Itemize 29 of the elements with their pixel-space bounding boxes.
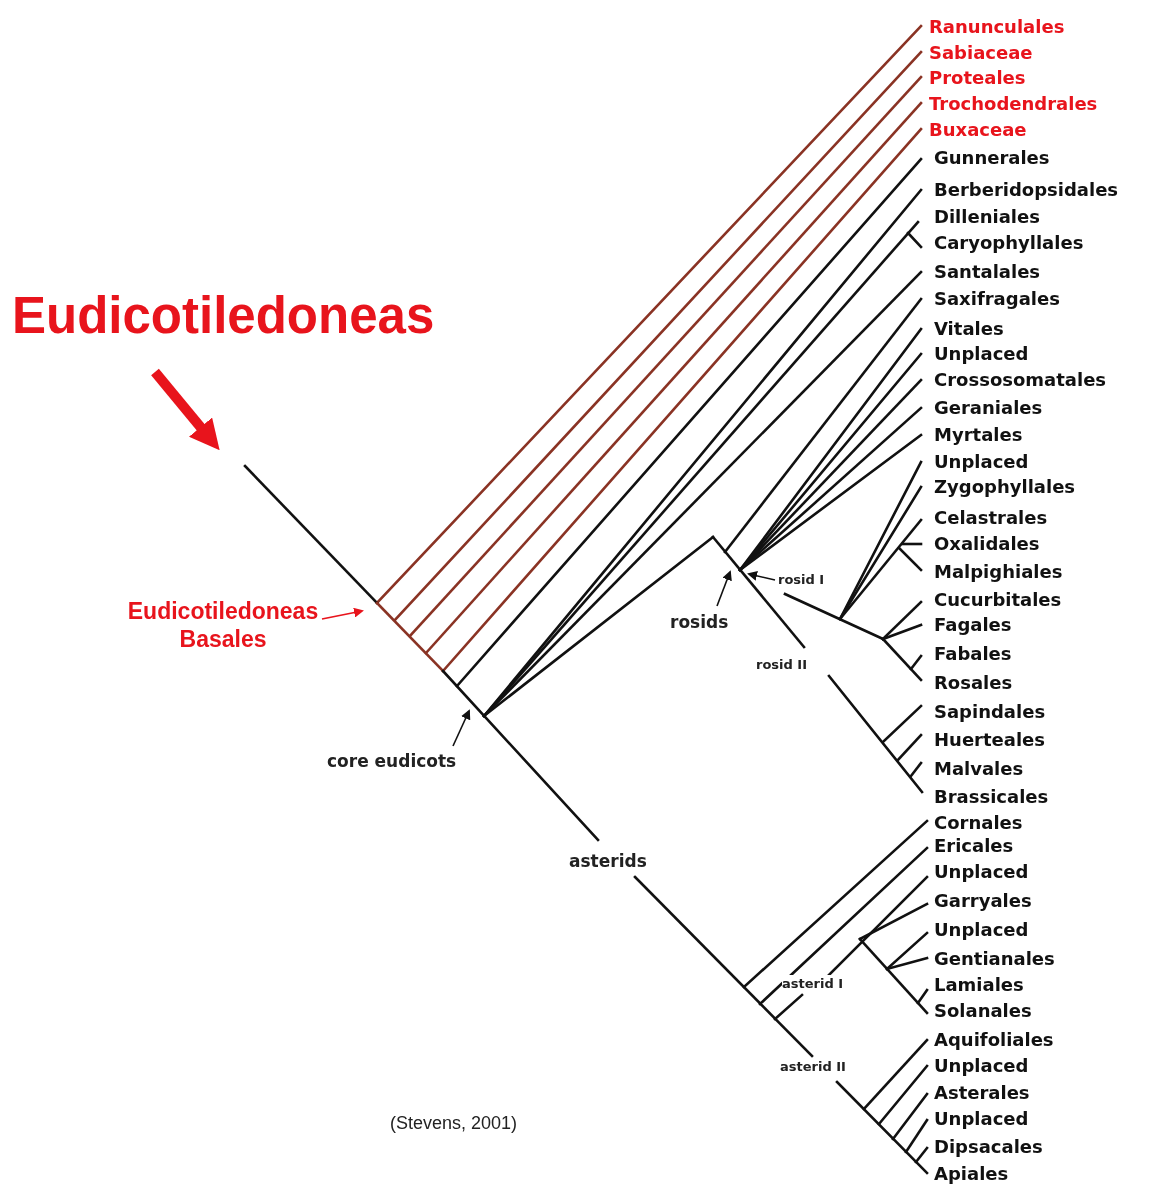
taxon-label: Myrtales	[934, 424, 1023, 446]
taxon-label: Unplaced	[934, 1108, 1029, 1130]
taxon-label: Aquifoliales	[934, 1029, 1054, 1051]
taxon-label: Unplaced	[934, 919, 1029, 941]
taxon-label: Caryophyllales	[934, 232, 1084, 254]
taxon-label: Dipsacales	[934, 1136, 1043, 1158]
taxon-label: Garryales	[934, 890, 1032, 912]
taxon-label: Zygophyllales	[934, 476, 1076, 498]
taxon-label: Saxifragales	[934, 288, 1060, 310]
clade-name: Eudicotiledoneas	[12, 290, 435, 341]
clade-name: core eudicots	[327, 750, 457, 772]
taxon-label: Sapindales	[934, 701, 1046, 723]
taxon-label: Unplaced	[934, 343, 1029, 365]
clade-name: rosid I	[778, 571, 825, 589]
taxon-label: Fagales	[934, 614, 1012, 636]
arrow	[452, 709, 471, 747]
taxon-label: Unplaced	[934, 451, 1029, 473]
arrow	[747, 570, 776, 581]
taxon-label: Unplaced	[934, 1055, 1029, 1077]
taxon-label: Berberidopsidales	[934, 179, 1119, 201]
clade-name: Eudicotiledoneas Basales	[127, 597, 319, 653]
caption: (Stevens, 2001)	[390, 1112, 518, 1134]
arrow	[716, 570, 732, 607]
taxon-label: Malpighiales	[934, 561, 1063, 583]
arrow	[321, 607, 364, 620]
clade-name: rosids	[670, 611, 729, 633]
taxon-label: Unplaced	[934, 861, 1029, 883]
taxon-label: Apiales	[934, 1163, 1009, 1185]
pointer-arrow	[151, 368, 220, 451]
